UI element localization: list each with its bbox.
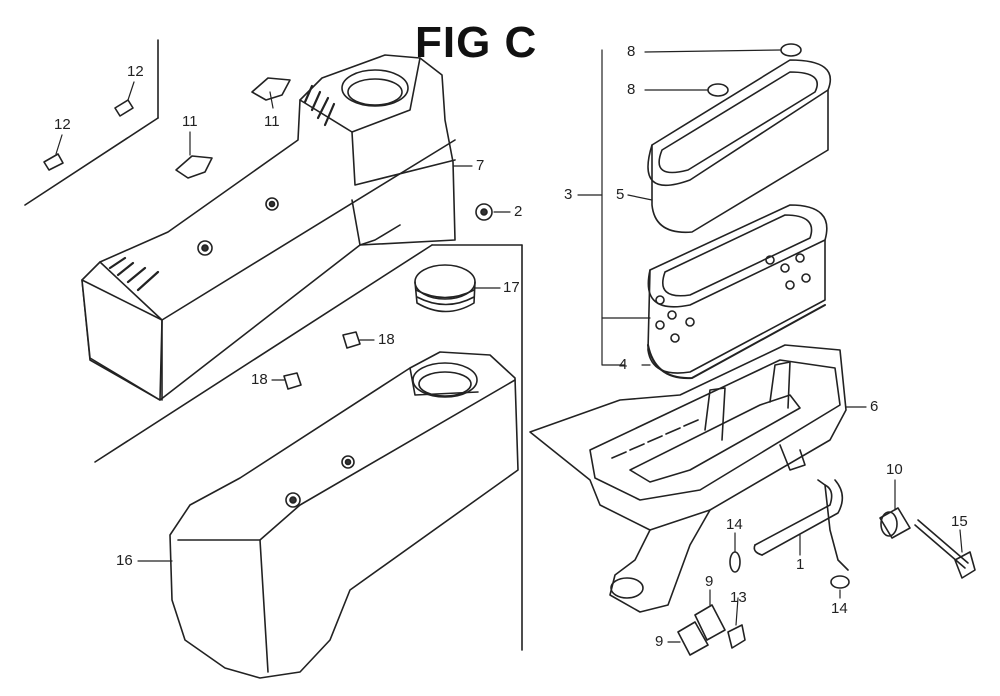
callout-7: 7 [476, 157, 485, 174]
callout-leader-lines [55, 49, 963, 643]
callout-8-lower: 8 [627, 81, 636, 98]
callout-18-left: 18 [251, 371, 268, 388]
callout-8-upper: 8 [627, 43, 636, 60]
callout-9-upper: 9 [705, 573, 714, 590]
paper-element-part-4 [647, 204, 828, 380]
callout-1: 1 [796, 556, 805, 573]
section-divider-lines [24, 39, 523, 651]
lower-cover-part-16 [169, 351, 519, 679]
callout-11-right: 11 [264, 113, 280, 130]
callout-4: 4 [619, 356, 628, 373]
callout-10: 10 [886, 461, 903, 478]
callout-2: 2 [514, 203, 523, 220]
callout-14-lower: 14 [831, 600, 848, 617]
callout-12-lower: 12 [54, 116, 71, 133]
callout-13: 13 [730, 589, 747, 606]
upper-cover-part-7 [81, 54, 456, 401]
callout-6: 6 [870, 398, 879, 415]
callout-11-left: 11 [182, 113, 198, 130]
callout-18-right: 18 [378, 331, 395, 348]
foam-element-part-5 [647, 59, 832, 234]
callout-12-upper: 12 [127, 63, 144, 80]
hardware-pieces [43, 43, 802, 390]
callout-16: 16 [116, 552, 133, 569]
clamps-and-fasteners [677, 507, 976, 656]
callout-14-upper: 14 [726, 516, 743, 533]
figure-title: FIG C [415, 18, 538, 67]
callout-9-lower: 9 [655, 633, 664, 650]
callout-3: 3 [564, 186, 573, 203]
callout-17: 17 [503, 279, 520, 296]
breather-tube-part-1 [753, 479, 849, 571]
base-part-6 [529, 344, 847, 613]
callout-5: 5 [616, 186, 625, 203]
callout-15: 15 [951, 513, 968, 530]
